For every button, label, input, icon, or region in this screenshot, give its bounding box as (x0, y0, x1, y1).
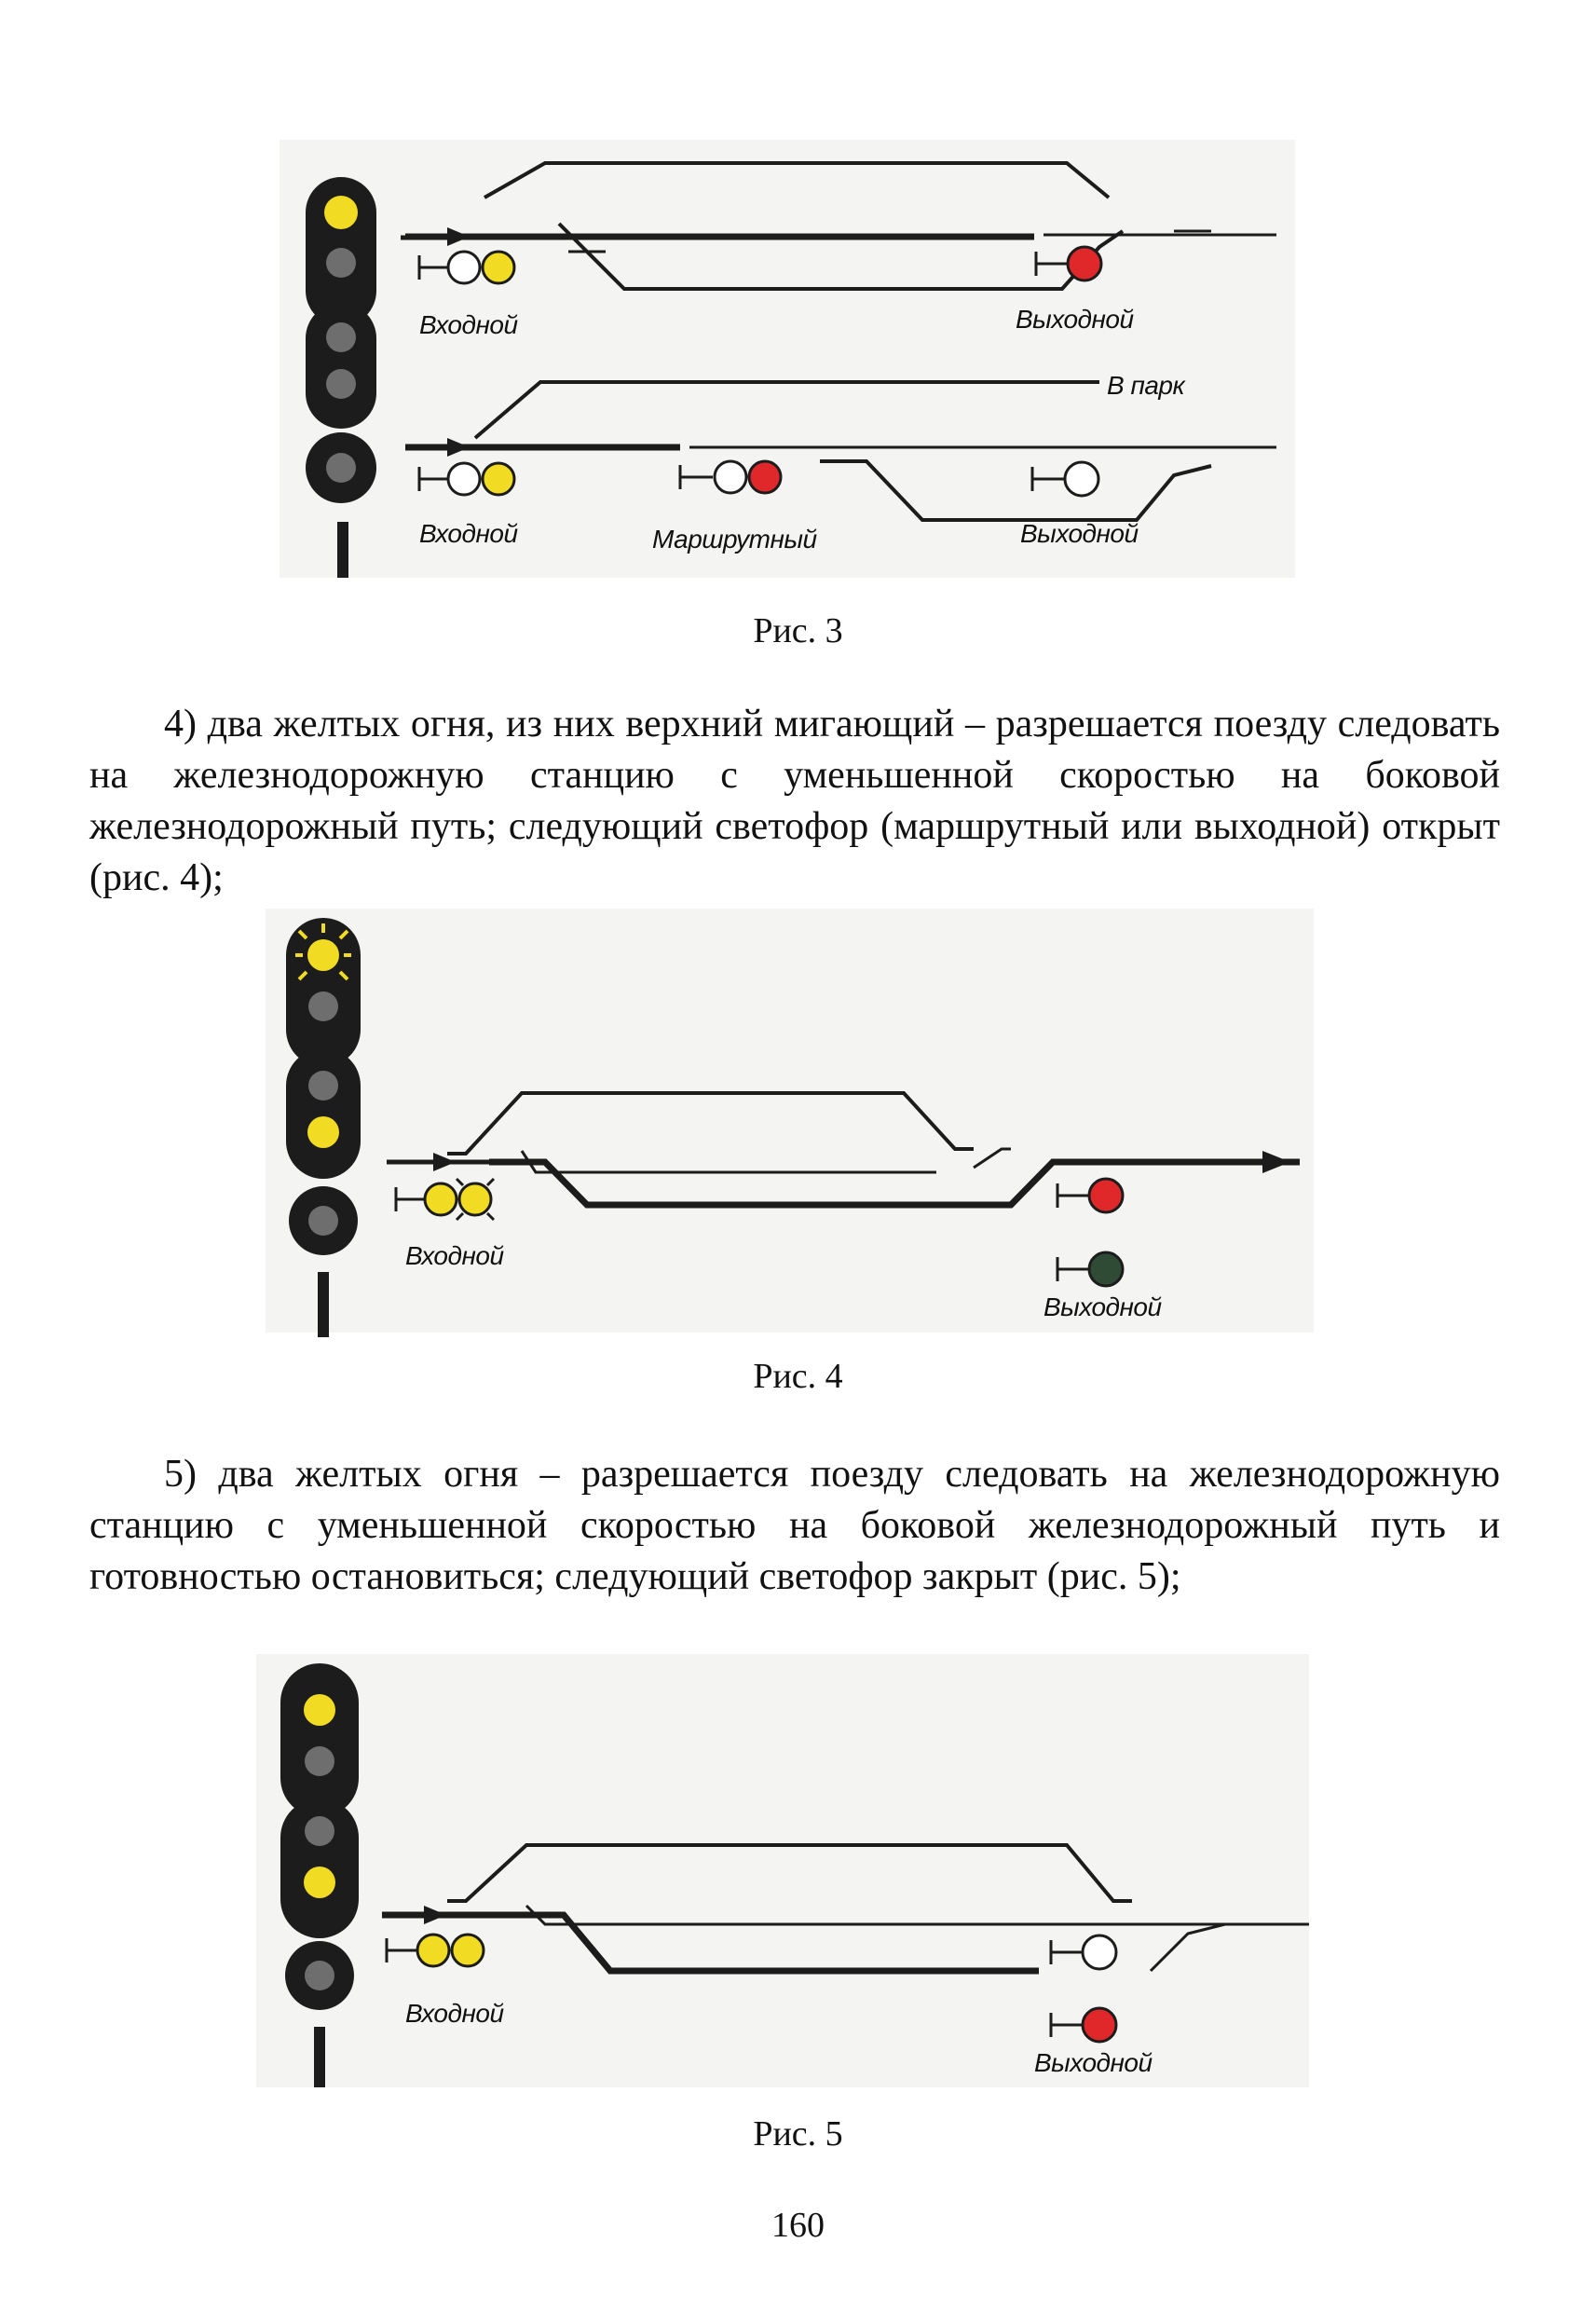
figure-5: Входной Выходной (256, 1654, 1318, 2092)
arrow-icon (447, 227, 470, 246)
label-exit: Выходной (1034, 2048, 1153, 2077)
entry-signal-bottom-icon (417, 461, 516, 497)
label-entry-top: Входной (419, 310, 518, 339)
figure-4-caption: Рис. 4 (753, 1357, 843, 1396)
label-entry: Входной (405, 1241, 504, 1270)
label-route: Маршрутный (652, 525, 818, 554)
label-entry: Входной (405, 1999, 504, 2028)
arrow-icon (447, 438, 470, 457)
paragraph-4: 4) два желтых огня, из них верхний мигаю… (89, 703, 1500, 899)
exit-signal-red-icon (1056, 1177, 1125, 1214)
exit-signal-bottom-icon (1030, 460, 1100, 498)
figure-3-caption: Рис. 3 (753, 611, 843, 650)
arrow-icon (433, 1153, 456, 1171)
entry-signal-top-icon (417, 250, 516, 285)
label-exit: Выходной (1044, 1292, 1162, 1321)
exit-signal-top-icon (1034, 245, 1103, 282)
figure-4: Входной Выходной (266, 909, 1318, 1337)
mast-signal-icon (280, 1663, 359, 2087)
paragraph-5: 5) два желтых огня – разрешается поезду … (89, 1453, 1500, 1598)
mast-signal-icon (306, 177, 376, 578)
label-exit-bottom: Выходной (1020, 519, 1139, 548)
exit-signal-white-icon (1049, 1934, 1118, 1971)
exit-signal-green-icon (1056, 1251, 1125, 1288)
arrow-icon (424, 1906, 446, 1924)
label-exit-top: Выходной (1016, 305, 1134, 334)
figure-5-caption: Рис. 5 (753, 2114, 843, 2154)
page-number: 160 (771, 2206, 825, 2245)
figure-4-diagram: Входной Выходной (266, 909, 1314, 1337)
label-entry-bottom: Входной (419, 519, 518, 548)
entry-signal-icon (385, 1933, 485, 1968)
label-to-park: В парк (1107, 371, 1187, 400)
figure-3-diagram: Входной Выходной В парк (280, 140, 1295, 578)
top-track-layout (401, 161, 1276, 291)
arrow-icon (1262, 1151, 1290, 1173)
figure-3: Входной Выходной В парк (280, 130, 1304, 587)
entry-signal-icon (394, 1177, 496, 1222)
exit-signal-red-icon (1049, 2006, 1118, 2044)
mast-signal-icon (286, 918, 361, 1337)
figure-5-diagram: Входной Выходной (256, 1654, 1309, 2087)
route-signal-icon (678, 459, 783, 495)
track-layout (382, 1843, 1309, 1975)
